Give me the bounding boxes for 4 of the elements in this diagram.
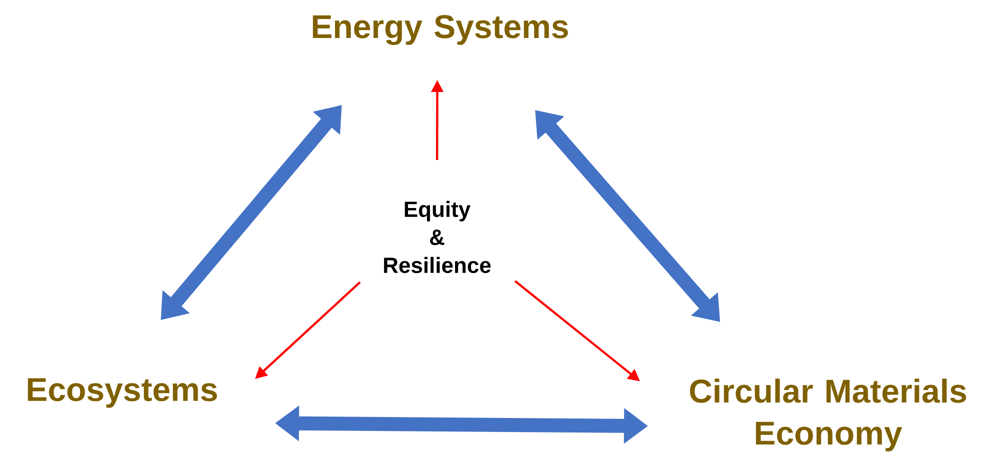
center-text: Equity & Resilience xyxy=(384,200,491,274)
heading-text: Circular Materials Economy xyxy=(690,378,966,452)
heading-text: Energy Systems xyxy=(312,14,568,46)
heading-text: Ecosystems xyxy=(28,378,217,408)
